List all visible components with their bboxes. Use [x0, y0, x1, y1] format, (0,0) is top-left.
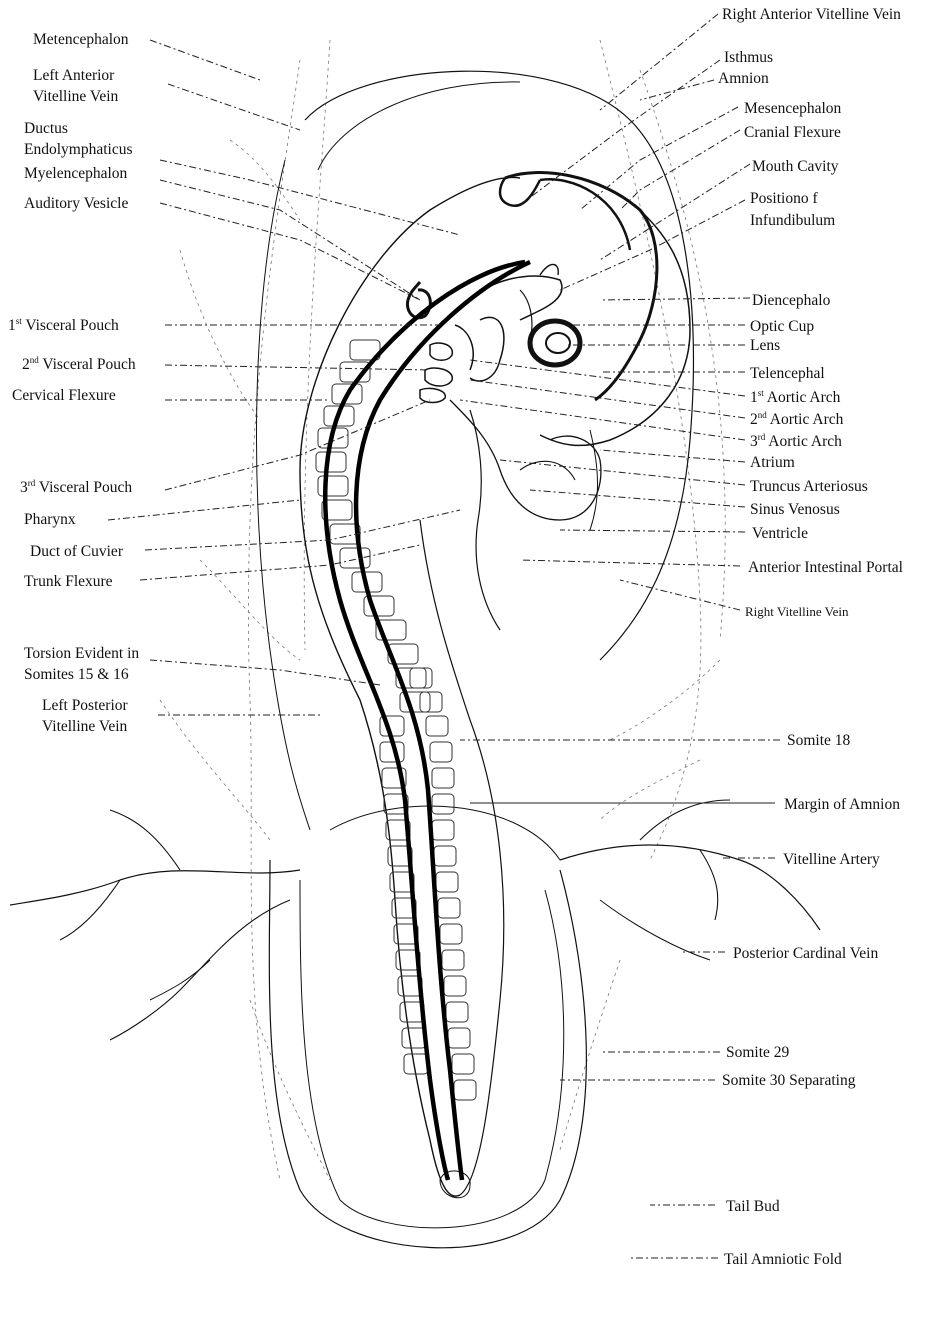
amnion-outline	[256, 71, 693, 830]
somite-block	[452, 1054, 474, 1074]
labels-right: Right Anterior Vitelline Vein Isthmus Am…	[718, 6, 903, 1268]
somite-block	[442, 950, 464, 970]
somite-block	[432, 820, 454, 840]
somite-block	[448, 1028, 470, 1048]
label-mesencephalon: Mesencephalon	[744, 100, 842, 117]
somite-block	[454, 1080, 476, 1100]
somite-block	[446, 1002, 468, 1022]
label-truncus-arteriosus: Truncus Arteriosus	[750, 478, 868, 495]
labels-left: Metencephalon Left Anterior Vitelline Ve…	[8, 31, 143, 735]
label-metencephalon: Metencephalon	[33, 31, 129, 48]
label-tail-bud: Tail Bud	[726, 1198, 780, 1215]
label-diencephalo: Diencephalo	[752, 292, 831, 309]
label-posterior-cardinal-vein: Posterior Cardinal Vein	[733, 945, 878, 962]
label-cervical-flexure: Cervical Flexure	[12, 387, 116, 404]
label-position-infundibulum: Positiono f Infundibulum	[750, 190, 835, 229]
somite-block	[440, 924, 462, 944]
somite-block	[432, 768, 454, 788]
margin-of-amnion-outline	[269, 806, 586, 1248]
label-trunk-flexure: Trunk Flexure	[24, 573, 113, 590]
label-auditory-vesicle: Auditory Vesicle	[24, 195, 128, 212]
label-isthmus: Isthmus	[724, 49, 773, 66]
somite-block	[410, 668, 432, 688]
somite-block	[444, 976, 466, 996]
label-aortic-arch-3: 3rd Aortic Arch	[750, 432, 842, 450]
label-mouth-cavity: Mouth Cavity	[752, 158, 839, 175]
label-somite-29: Somite 29	[726, 1044, 790, 1061]
label-visceral-pouch-3: 3rd Visceral Pouch	[20, 478, 132, 496]
label-aortic-arch-2: 2nd Aortic Arch	[750, 410, 844, 428]
label-anterior-intestinal-portal: Anterior Intestinal Portal	[748, 559, 903, 576]
somite-block	[316, 452, 346, 472]
label-somite-30: Somite 30 Separating	[722, 1072, 856, 1089]
label-myelencephalon: Myelencephalon	[24, 165, 128, 182]
label-aortic-arch-1: 1st Aortic Arch	[750, 388, 841, 406]
label-vitelline-artery: Vitelline Artery	[783, 851, 880, 868]
somite-block	[318, 476, 348, 496]
label-tail-amniotic-fold: Tail Amniotic Fold	[724, 1251, 842, 1268]
label-cranial-flexure: Cranial Flexure	[744, 124, 841, 141]
somite-block	[432, 794, 454, 814]
heart-region	[450, 400, 601, 630]
somite-block	[438, 898, 460, 918]
label-pharynx: Pharynx	[24, 511, 76, 528]
label-left-posterior-vitelline-vein: Left Posterior Vitelline Vein	[42, 697, 132, 735]
label-margin-of-amnion: Margin of Amnion	[784, 796, 900, 813]
label-left-anterior-vitelline-vein: Left Anterior Vitelline Vein	[33, 67, 119, 105]
somite-block	[436, 872, 458, 892]
label-right-vitelline-vein: Right Vitelline Vein	[745, 604, 849, 619]
label-visceral-pouch-2: 2nd Visceral Pouch	[22, 355, 136, 373]
somite-block	[420, 692, 442, 712]
neural-tube	[325, 262, 558, 1180]
somite-block	[340, 548, 370, 568]
label-atrium: Atrium	[750, 454, 795, 471]
label-torsion: Torsion Evident in Somites 15 & 16	[24, 645, 143, 683]
label-visceral-pouch-1: 1st Visceral Pouch	[8, 316, 119, 334]
label-ductus-endolymphaticus: Ductus Endolymphaticus	[24, 120, 133, 158]
label-right-anterior-vitelline-vein: Right Anterior Vitelline Vein	[722, 6, 901, 23]
label-amnion: Amnion	[718, 70, 769, 87]
label-duct-of-cuvier: Duct of Cuvier	[30, 543, 124, 560]
somites	[316, 340, 476, 1100]
label-telencephal: Telencephal	[750, 365, 825, 382]
label-somite-18: Somite 18	[787, 732, 851, 749]
label-optic-cup: Optic Cup	[750, 318, 814, 335]
somite-block	[430, 742, 452, 762]
embryo-drawing	[10, 40, 820, 1248]
label-ventricle: Ventricle	[752, 525, 808, 542]
label-sinus-venosus: Sinus Venosus	[750, 501, 840, 518]
somite-block	[426, 716, 448, 736]
somite-block	[404, 1054, 428, 1074]
label-lens: Lens	[750, 337, 780, 354]
head-region	[407, 173, 690, 446]
somite-block	[434, 846, 456, 866]
